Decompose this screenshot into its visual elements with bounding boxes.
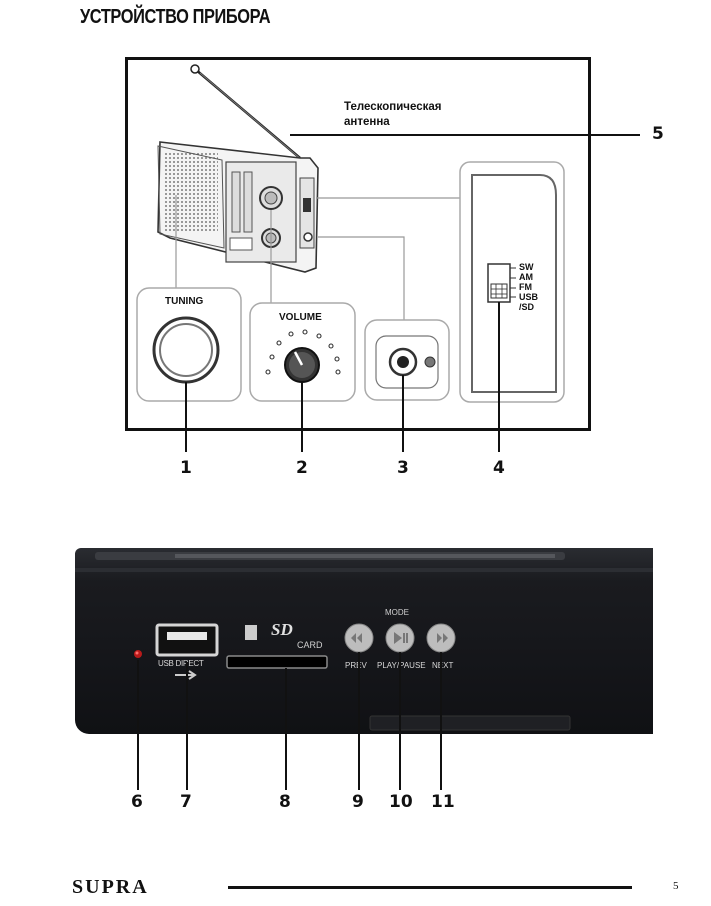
play-pause-label: PLAY/PAUSE — [377, 661, 426, 670]
band-labels: SW AM FM USB /SD — [519, 262, 538, 312]
page-number: 5 — [673, 880, 679, 892]
band-label-sd: /SD — [519, 302, 538, 312]
card-label: CARD — [297, 640, 323, 650]
callout-1: 1 — [180, 458, 192, 478]
headphone-jack-panel — [365, 320, 449, 400]
callout-4: 4 — [493, 458, 505, 478]
prev-label: PREV — [345, 661, 367, 670]
callout-9: 9 — [352, 792, 364, 812]
callout-7: 7 — [180, 792, 192, 812]
callout-3: 3 — [397, 458, 409, 478]
radio-body — [158, 142, 318, 272]
sd-logo: SD — [271, 620, 293, 640]
callout-6: 6 — [131, 792, 143, 812]
volume-label: VOLUME — [279, 312, 322, 323]
button-prev-shape — [345, 624, 373, 652]
device-photo: MODE SD CARD USB DIRECT PREV PLAY/PAUSE … — [75, 548, 653, 734]
button-next-shape — [427, 624, 455, 652]
brand-logo: SUPRA — [72, 876, 149, 899]
band-label-usb: USB — [519, 292, 538, 302]
band-label-am: AM — [519, 272, 538, 282]
footer-rule — [228, 886, 632, 889]
callout-5: 5 — [652, 124, 664, 144]
band-label-sw: SW — [519, 262, 538, 272]
mode-label: MODE — [385, 608, 409, 617]
callout-11: 11 — [431, 792, 455, 812]
telescopic-antenna — [191, 65, 302, 160]
antenna-label-line2: антенна — [344, 115, 441, 130]
usb-label: USB DIRECT — [158, 659, 203, 668]
callout-8: 8 — [279, 792, 291, 812]
next-label: NEXT — [432, 661, 453, 670]
band-label-fm: FM — [519, 282, 538, 292]
antenna-label: Телескопическая антенна — [344, 100, 441, 130]
tuning-label: TUNING — [165, 296, 203, 307]
callout-10: 10 — [389, 792, 413, 812]
band-switch-panel — [460, 162, 564, 402]
antenna-label-line1: Телескопическая — [344, 100, 441, 115]
button-play-shape — [386, 624, 414, 652]
callout-2: 2 — [296, 458, 308, 478]
device-photo-drawing — [75, 548, 653, 734]
